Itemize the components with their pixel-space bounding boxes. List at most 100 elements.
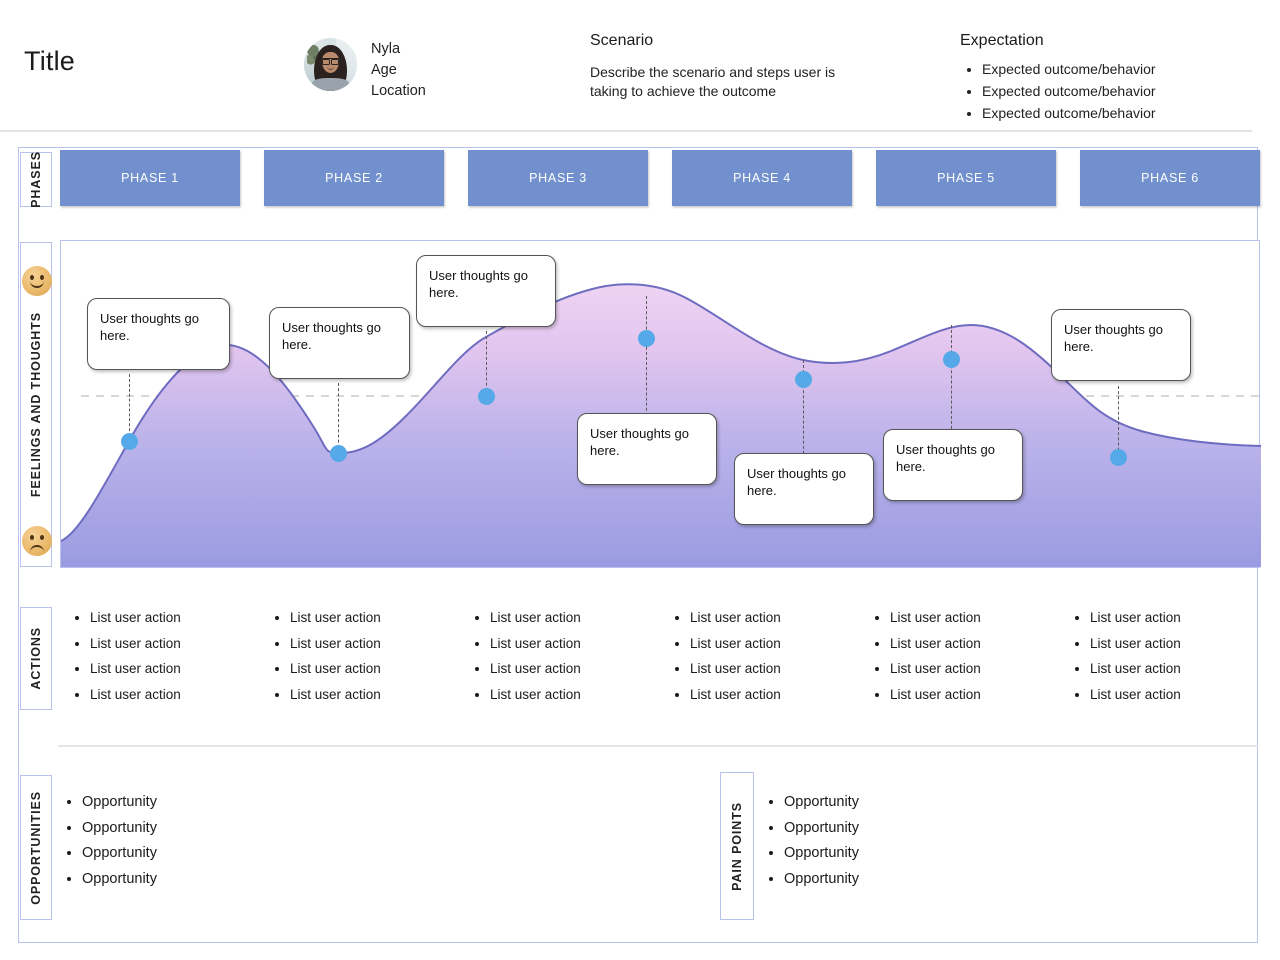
persona-block: Nyla Age Location	[304, 38, 426, 102]
thought-bubble[interactable]: User thoughts go here.	[269, 307, 410, 379]
list-item: Expected outcome/behavior	[982, 102, 1260, 124]
list-item: List user action	[490, 605, 660, 631]
thought-bubble-text: User thoughts go here.	[282, 320, 382, 352]
scenario-body: Describe the scenario and steps user is …	[590, 64, 836, 99]
list-item: List user action	[1090, 605, 1260, 631]
list-item: Opportunity	[82, 841, 660, 867]
thought-bubble-text: User thoughts go here.	[1064, 322, 1164, 354]
list-item: Opportunity	[784, 841, 1262, 867]
feelings-label-text: FEELINGS AND THOUGHTS	[29, 311, 43, 498]
list-item: List user action	[490, 656, 660, 682]
emotion-data-point[interactable]	[637, 329, 655, 347]
scenario-block: Scenario Describe the scenario and steps…	[590, 32, 950, 101]
phase-3-cell[interactable]: PHASE 3	[468, 150, 648, 206]
list-item: List user action	[690, 631, 860, 657]
bubble-stem	[129, 374, 130, 441]
list-item: List user action	[90, 682, 260, 708]
list-item: Opportunity	[82, 816, 660, 842]
emotion-data-point[interactable]	[1109, 448, 1127, 466]
bubble-stem	[646, 296, 647, 426]
phase-4-cell[interactable]: PHASE 4	[672, 150, 852, 206]
emotion-data-point[interactable]	[477, 387, 495, 405]
pain-points-row-label: PAIN POINTS	[720, 772, 754, 920]
list-item: List user action	[290, 656, 460, 682]
emotion-data-point[interactable]	[942, 350, 960, 368]
actions-column-5: List user action List user action List u…	[860, 605, 1060, 715]
list-item: List user action	[890, 682, 1060, 708]
thought-bubble[interactable]: User thoughts go here.	[416, 255, 556, 327]
thought-bubble[interactable]: User thoughts go here.	[87, 298, 230, 370]
list-item: List user action	[90, 605, 260, 631]
expectation-heading: Expectation	[960, 32, 1044, 49]
actions-column-2: List user action List user action List u…	[260, 605, 460, 715]
persona-details: Nyla Age Location	[371, 38, 426, 102]
bubble-stem	[951, 325, 952, 439]
phase-5-cell[interactable]: PHASE 5	[876, 150, 1056, 206]
list-item: Opportunity	[784, 816, 1262, 842]
thought-bubble-text: User thoughts go here.	[100, 311, 200, 343]
expectation-list: Expected outcome/behavior Expected outco…	[960, 58, 1260, 124]
pain-points-list: Opportunity Opportunity Opportunity Oppo…	[762, 790, 1262, 892]
phases-row-label: PHASES	[20, 151, 52, 208]
avatar-face	[322, 52, 339, 73]
actions-label-text: ACTIONS	[29, 627, 43, 690]
opportunities-row-label: OPPORTUNITIES	[20, 775, 52, 920]
phase-1-cell[interactable]: PHASE 1	[60, 150, 240, 206]
page-title: Title	[24, 46, 76, 76]
thought-bubble-text: User thoughts go here.	[590, 426, 690, 458]
emotion-data-point[interactable]	[794, 370, 812, 388]
pain-points-label-text: PAIN POINTS	[730, 801, 744, 891]
list-item: List user action	[690, 656, 860, 682]
list-item: List user action	[90, 631, 260, 657]
list-item: List user action	[1090, 682, 1260, 708]
list-item: Expected outcome/behavior	[982, 80, 1260, 102]
header-divider	[0, 130, 1252, 132]
list-item: Expected outcome/behavior	[982, 58, 1260, 80]
emotion-curve-panel: User thoughts go here. User thoughts go …	[60, 240, 1261, 568]
list-item: List user action	[490, 631, 660, 657]
persona-name: Nyla	[371, 41, 401, 57]
phases-label-text: PHASES	[29, 151, 43, 208]
phase-5-label: PHASE 5	[937, 171, 995, 185]
opportunities-list: Opportunity Opportunity Opportunity Oppo…	[60, 790, 660, 892]
list-item: Opportunity	[784, 790, 1262, 816]
thought-bubble[interactable]: User thoughts go here.	[883, 429, 1023, 501]
list-item: List user action	[490, 682, 660, 708]
thought-bubble[interactable]: User thoughts go here.	[734, 453, 874, 525]
emotion-curve-chart	[61, 283, 1261, 567]
phase-1-label: PHASE 1	[121, 171, 179, 185]
list-item: Opportunity	[784, 867, 1262, 893]
feelings-row-label: FEELINGS AND THOUGHTS	[20, 242, 52, 567]
list-item: List user action	[290, 682, 460, 708]
smiley-sad-face-icon	[22, 526, 52, 556]
phase-2-cell[interactable]: PHASE 2	[264, 150, 444, 206]
list-item: List user action	[290, 631, 460, 657]
list-item: List user action	[690, 605, 860, 631]
list-item: List user action	[690, 682, 860, 708]
persona-location: Location	[371, 83, 426, 99]
avatar-body	[312, 78, 349, 91]
list-item: List user action	[90, 656, 260, 682]
phase-6-cell[interactable]: PHASE 6	[1080, 150, 1260, 206]
bubble-stem	[1118, 386, 1119, 466]
list-item: Opportunity	[82, 790, 660, 816]
phases-row: PHASE 1 PHASE 2 PHASE 3 PHASE 4 PHASE 5 …	[60, 150, 1260, 206]
phase-2-label: PHASE 2	[325, 171, 383, 185]
list-item: List user action	[890, 631, 1060, 657]
phase-3-label: PHASE 3	[529, 171, 587, 185]
smiley-happy-face-icon	[22, 266, 52, 296]
thought-bubble[interactable]: User thoughts go here.	[1051, 309, 1191, 381]
thought-bubble[interactable]: User thoughts go here.	[577, 413, 717, 485]
emotion-data-point[interactable]	[329, 444, 347, 462]
list-item: List user action	[890, 656, 1060, 682]
list-item: List user action	[890, 605, 1060, 631]
expectation-block: Expectation Expected outcome/behavior Ex…	[960, 32, 1260, 124]
emotion-data-point[interactable]	[120, 432, 138, 450]
actions-column-1: List user action List user action List u…	[60, 605, 260, 715]
bubble-stem	[803, 360, 804, 464]
phase-4-label: PHASE 4	[733, 171, 791, 185]
avatar	[304, 38, 357, 91]
phase-6-label: PHASE 6	[1141, 171, 1199, 185]
avatar-glasses-icon	[322, 58, 339, 65]
